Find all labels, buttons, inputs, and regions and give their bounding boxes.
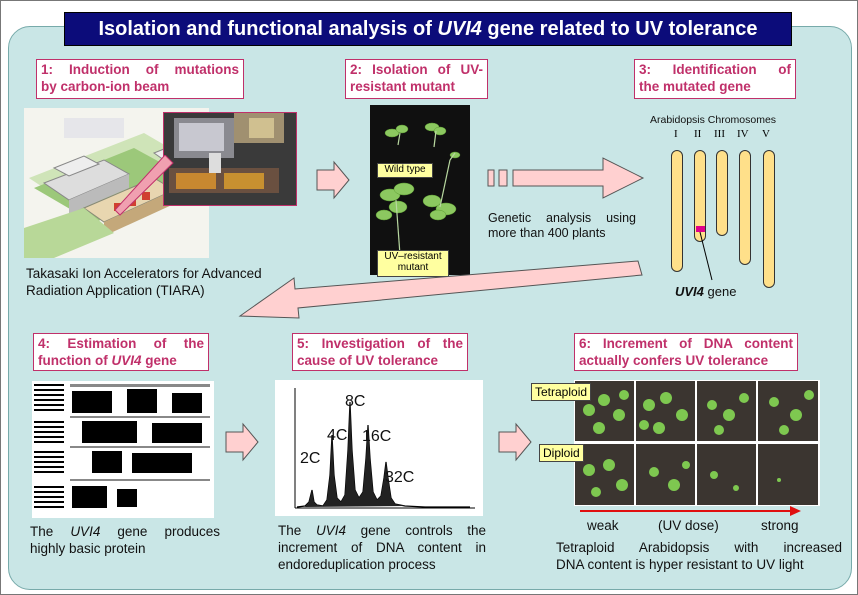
uv-seedling-grid-photo xyxy=(574,380,820,506)
chromosome-label-4: IV xyxy=(737,128,749,140)
chromosome-label-5: V xyxy=(762,128,770,140)
peak-8c: 8C xyxy=(345,393,366,410)
step1-line1: 1: Induction of mutations xyxy=(41,62,239,77)
step3-line2: the mutated gene xyxy=(639,79,751,94)
arrow-step5-to-6 xyxy=(498,422,532,462)
genetic-line2: more than 400 plants xyxy=(488,226,606,240)
uvi4-gene-label: UVI4 gene xyxy=(675,283,736,300)
diploid-label: Diploid xyxy=(539,444,584,462)
step4-line1: 4: Estimation of the xyxy=(38,336,204,351)
step1-caption: Takasaki Ion Accelerators for Advanced R… xyxy=(26,265,306,299)
experiment-photo xyxy=(163,112,297,206)
dose-strong: strong xyxy=(761,518,799,533)
chromosome-3 xyxy=(716,150,728,236)
arrow-step1-to-2 xyxy=(316,160,350,200)
page-title: Isolation and functional analysis of UVI… xyxy=(64,12,792,46)
arrow-step2-to-3 xyxy=(487,157,645,199)
gene-pointer-line xyxy=(699,231,713,281)
mutant-label-line1: UV–resistant xyxy=(384,251,442,262)
step1-box: 1: Induction of mutations by carbon-ion … xyxy=(36,59,244,99)
genetic-line1: Genetic analysis using xyxy=(488,211,636,225)
step2-box: 2: Isolation of UV- resistant mutant xyxy=(345,59,488,99)
step2-line1: 2: Isolation of UV- xyxy=(350,62,483,77)
step1-caption-line1: Takasaki Ion Accelerators for Advanced xyxy=(26,266,262,281)
step6-caption-line1: Tetraploid Arabidopsis with increased xyxy=(556,540,842,555)
callout-wedge xyxy=(115,155,174,216)
mutant-label-line2: mutant xyxy=(397,262,429,273)
step5-line2: cause of UV tolerance xyxy=(297,353,439,368)
peak-32c: 32C xyxy=(385,469,415,486)
chromosome-5 xyxy=(763,150,775,288)
step4-caption-line1: The UVI4 gene produces xyxy=(30,524,220,539)
dna-content-histogram xyxy=(275,380,483,516)
chromosome-label-3: III xyxy=(714,128,725,140)
step6-line1: 6: Increment of DNA content xyxy=(579,336,793,351)
step5-caption-line2: increment of DNA content in xyxy=(278,540,486,555)
step5-caption: The UVI4 gene controls the increment of … xyxy=(278,522,486,573)
dose-label: (UV dose) xyxy=(658,518,719,533)
peak-4c: 4C xyxy=(327,427,348,444)
chromosome-4 xyxy=(739,150,751,265)
uvi4-gene-band xyxy=(696,226,705,232)
dose-weak: weak xyxy=(587,518,619,533)
plants-photo xyxy=(370,105,470,275)
uv-resistant-mutant-label: UV–resistant mutant xyxy=(377,250,449,277)
step5-caption-line1: The UVI4 gene controls the xyxy=(278,523,487,538)
step6-caption-line2: DNA content is hyper resistant to UV lig… xyxy=(556,557,804,572)
arrow-step3-to-4 xyxy=(238,260,643,319)
genetic-analysis-caption: Genetic analysis using more than 400 pla… xyxy=(488,211,636,241)
step4-box: 4: Estimation of the function of UVI4 ge… xyxy=(33,333,209,371)
step4-line2: function of UVI4 gene xyxy=(38,353,177,368)
gene-name: UVI4 xyxy=(675,284,704,299)
step3-box: 3: Identification of the mutated gene xyxy=(634,59,796,99)
step5-caption-line3: endoreduplication process xyxy=(278,557,436,572)
step5-box: 5: Investigation of the cause of UV tole… xyxy=(292,333,468,371)
step2-line2: resistant mutant xyxy=(350,79,456,94)
step6-box: 6: Increment of DNA content actually con… xyxy=(574,333,798,371)
step6-line2: actually confers UV tolerance xyxy=(579,353,769,368)
step3-line1: 3: Identification of xyxy=(639,62,791,77)
wild-type-label: Wild type xyxy=(377,163,433,178)
step6-caption: Tetraploid Arabidopsis with increased DN… xyxy=(556,539,842,573)
peak-16c: 16C xyxy=(362,428,392,445)
gene-suffix: gene xyxy=(703,284,737,299)
step5-line1: 5: Investigation of the xyxy=(297,336,463,351)
chromosome-1 xyxy=(671,150,683,272)
chromosome-2 xyxy=(694,150,706,242)
chromosome-label-2: II xyxy=(694,128,702,140)
step4-caption-line2: highly basic protein xyxy=(30,541,146,556)
step1-caption-line2: Radiation Application (TIARA) xyxy=(26,283,205,298)
chromosome-label-1: I xyxy=(674,128,678,140)
chromosomes-title: Arabidopsis Chromosomes xyxy=(650,114,777,126)
peak-2c: 2C xyxy=(300,450,321,467)
step4-caption: The UVI4 gene produces highly basic prot… xyxy=(30,523,220,557)
step1-line2: by carbon-ion beam xyxy=(41,79,170,94)
sequence-alignment-image xyxy=(32,381,214,518)
uv-dose-arrow xyxy=(580,506,801,516)
arrow-step4-to-5 xyxy=(225,422,259,462)
tetraploid-label: Tetraploid xyxy=(531,383,592,401)
